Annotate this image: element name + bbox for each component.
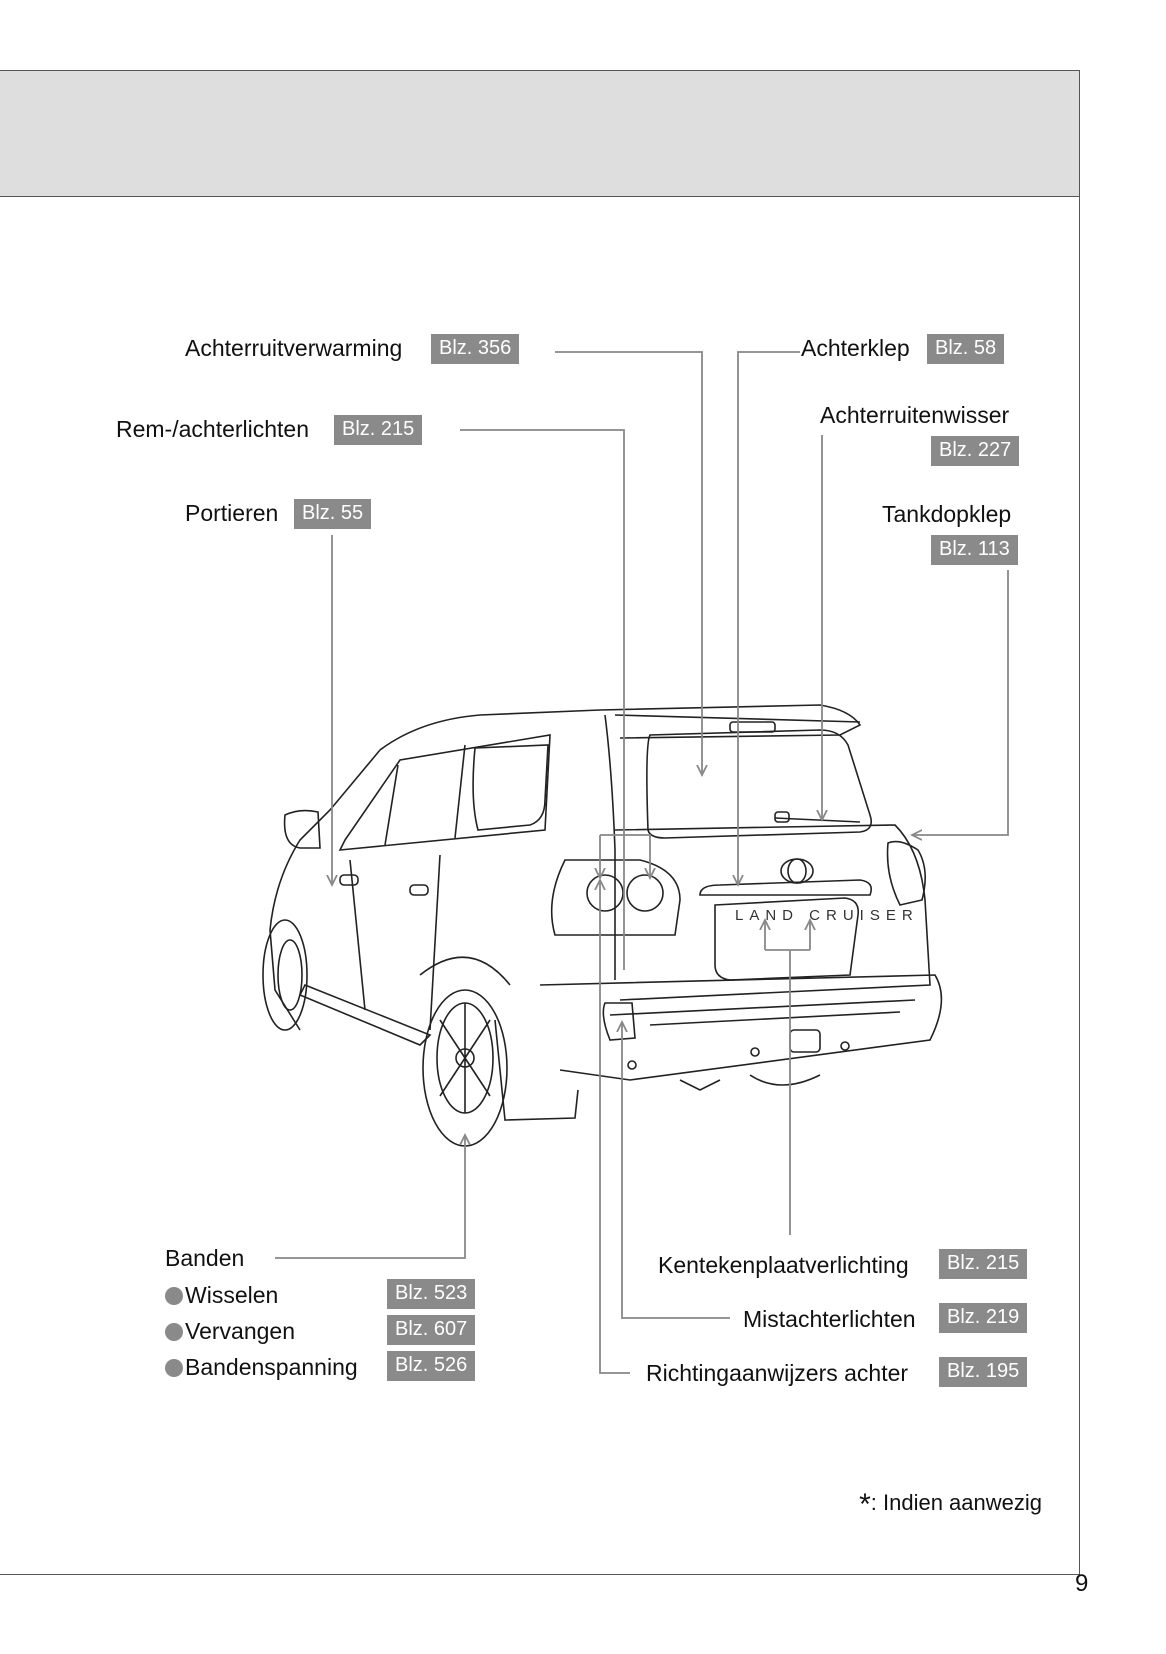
- label-achterklep: Achterklep: [801, 335, 910, 361]
- page-badge-achterklep[interactable]: Blz. 58: [927, 334, 1005, 364]
- vehicle-badge: LAND CRUISER: [735, 907, 919, 924]
- label-mistachterlichten: Mistachterlichten: [743, 1306, 916, 1332]
- page-frame: [0, 70, 1080, 1575]
- banden-item-wisselen: Wisselen: [165, 1281, 278, 1309]
- label-kentekenplaatverlichting: Kentekenplaatverlichting: [658, 1252, 909, 1278]
- page-badge-tankdopklep[interactable]: Blz. 113: [931, 535, 1018, 565]
- page-badge-mistachterlichten[interactable]: Blz. 219: [939, 1303, 1028, 1333]
- vehicle-drawing: [262, 704, 943, 1147]
- footnote: *: Indien aanwezig: [859, 1488, 1042, 1521]
- page-badge-portieren[interactable]: Blz. 55: [294, 499, 372, 529]
- banden-item-vervangen: Vervangen: [165, 1317, 295, 1345]
- page-badge-bandenspanning[interactable]: Blz. 526: [387, 1351, 476, 1381]
- page-badge-achterruitenwisser[interactable]: Blz. 227: [931, 436, 1020, 466]
- label-achterruitenwisser: Achterruitenwisser: [820, 402, 1010, 428]
- label-rem-achterlichten: Rem-/achterlichten: [116, 416, 310, 442]
- label-tankdopklep: Tankdopklep: [882, 501, 1012, 527]
- page-badge-kentekenplaatverlichting[interactable]: Blz. 215: [939, 1249, 1028, 1279]
- leader-lines: [275, 351, 1009, 1374]
- header-band: [0, 70, 1080, 197]
- label-portieren: Portieren: [185, 500, 279, 526]
- page-badge-achterruitverwarming[interactable]: Blz. 356: [431, 334, 520, 364]
- page-number: 9: [1075, 1570, 1089, 1597]
- bullet-icon: [165, 1359, 183, 1377]
- label-achterruitverwarming: Achterruitverwarming: [185, 335, 403, 361]
- page-badge-wisselen[interactable]: Blz. 523: [387, 1279, 476, 1309]
- label-richtingaanwijzers-achter: Richtingaanwijzers achter: [646, 1360, 909, 1386]
- asterisk-icon: *: [859, 1488, 871, 1521]
- bullet-icon: [165, 1287, 183, 1305]
- page-badge-rem-achterlichten[interactable]: Blz. 215: [334, 415, 423, 445]
- banden-item-bandenspanning: Bandenspanning: [165, 1353, 358, 1381]
- label-banden: Banden: [165, 1245, 245, 1271]
- bullet-icon: [165, 1323, 183, 1341]
- page-badge-richtingaanwijzers-achter[interactable]: Blz. 195: [939, 1357, 1028, 1387]
- page-badge-vervangen[interactable]: Blz. 607: [387, 1315, 476, 1345]
